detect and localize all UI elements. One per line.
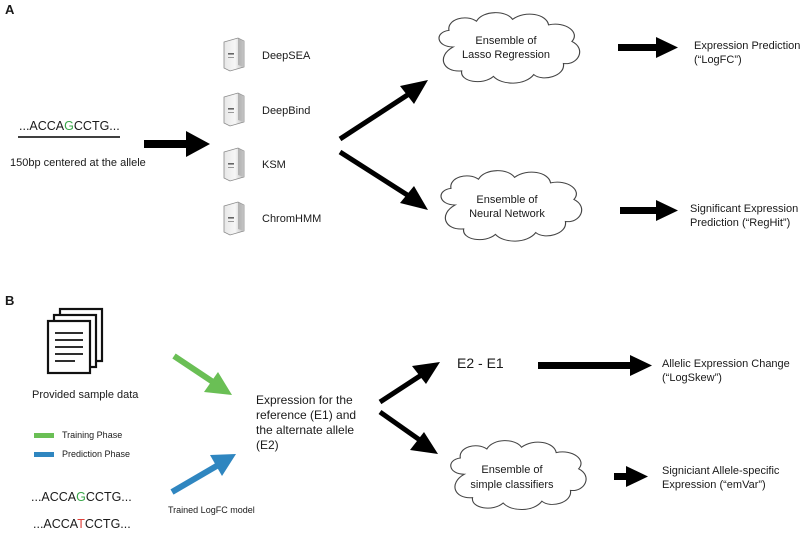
alt-suffix: CCTG... [85, 517, 131, 531]
server-icon-chromhmm [223, 201, 245, 236]
panel-b-label: B [5, 293, 14, 308]
output-logskew-line2: (“LogSkew”) [662, 372, 722, 384]
model-caption: Trained LogFC model [168, 505, 255, 515]
cloud-neural-line1: Ensemble of [476, 194, 538, 206]
tool-label-ksm: KSM [262, 159, 286, 171]
output-logskew-line1: Allelic Expression Change [662, 358, 790, 370]
arrow-expression-to-classifiers [378, 409, 438, 454]
alt-prefix: ...ACCA [33, 517, 79, 531]
cloud-classifiers-line1: Ensemble of [481, 464, 543, 476]
difference-label: E2 - E1 [457, 355, 504, 371]
cloud-lasso-regression [438, 12, 581, 84]
arrow-training [172, 353, 232, 395]
legend-label-prediction: Prediction Phase [62, 449, 130, 459]
ref-prefix: ...ACCA [31, 490, 77, 504]
legend-label-training: Training Phase [62, 430, 122, 440]
arrow-difference-to-logskew [538, 355, 652, 376]
output-logfc-line1: Expression Prediction [694, 40, 800, 52]
tool-label-deepbind: DeepBind [262, 105, 310, 117]
expression-line2: reference (E1) and [256, 408, 356, 422]
arrow-lasso-to-output [618, 37, 678, 58]
server-icon-ksm [223, 147, 245, 182]
sequence-suffix: CCTG... [74, 119, 120, 133]
cloud-classifiers-line2: simple classifiers [470, 479, 554, 491]
arrow-neural-to-output [620, 200, 678, 221]
arrow-expression-to-difference [378, 362, 440, 405]
cloud-lasso-line2: Lasso Regression [462, 49, 550, 61]
sequence-prefix: ...ACCA [19, 119, 65, 133]
provided-data-caption: Provided sample data [32, 389, 139, 401]
expression-line4: (E2) [256, 438, 279, 452]
cloud-neural-line2: Neural Network [469, 208, 545, 220]
expression-line3: the alternate allele [256, 423, 354, 437]
ref-allele: G [76, 490, 86, 504]
tool-label-deepsea: DeepSEA [262, 50, 311, 62]
panel-a-sequence: ...ACCAGCCTG... [19, 119, 120, 133]
server-icon-deepsea [223, 37, 245, 72]
panel-a-label: A [5, 2, 15, 17]
cloud-lasso-line1: Ensemble of [475, 35, 537, 47]
sequence-caption: 150bp centered at the allele [10, 157, 146, 169]
output-logfc-line2: (“LogFC”) [694, 54, 742, 66]
alt-allele: T [77, 517, 85, 531]
output-reghit-line1: Significant Expression [690, 203, 798, 215]
arrow-sequence-to-tools [144, 131, 210, 157]
arrow-tools-to-neural [338, 149, 428, 210]
sequence-allele: G [64, 119, 74, 133]
server-icon-deepbind [223, 92, 245, 127]
arrow-tools-to-lasso [338, 80, 428, 142]
sequence-alternate: ...ACCATCCTG... [33, 517, 131, 531]
legend-swatch-prediction [34, 452, 54, 457]
ref-suffix: CCTG... [86, 490, 132, 504]
sequence-reference: ...ACCAGCCTG... [31, 490, 132, 504]
output-reghit-line2: Prediction (“RegHit”) [690, 217, 790, 229]
output-emvar-line2: Expression (“emVar”) [662, 479, 766, 491]
arrow-prediction [170, 454, 236, 495]
documents-icon [46, 307, 104, 375]
arrow-classifiers-to-emvar [614, 466, 648, 487]
legend-swatch-training [34, 433, 54, 438]
tool-label-chromhmm: ChromHMM [262, 213, 321, 225]
output-emvar-line1: Signiciant Allele-specific [662, 465, 780, 477]
expression-line1: Expression for the [256, 393, 353, 407]
